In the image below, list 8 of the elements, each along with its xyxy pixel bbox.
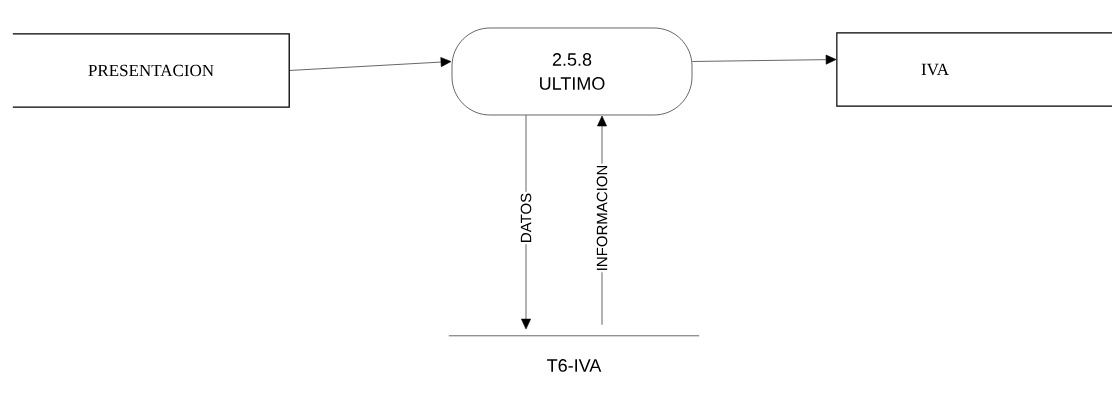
entity-box: PRESENTACION xyxy=(12,33,290,108)
arrow xyxy=(288,57,452,71)
edge-label: INFORMACION xyxy=(595,163,609,273)
arrow xyxy=(692,54,837,65)
entity-box: IVA xyxy=(836,32,1112,107)
data-store: T6-IVA xyxy=(448,335,700,372)
edge-label: DATOS xyxy=(519,191,533,245)
process-box: 2.5.8 ULTIMO xyxy=(451,27,693,116)
